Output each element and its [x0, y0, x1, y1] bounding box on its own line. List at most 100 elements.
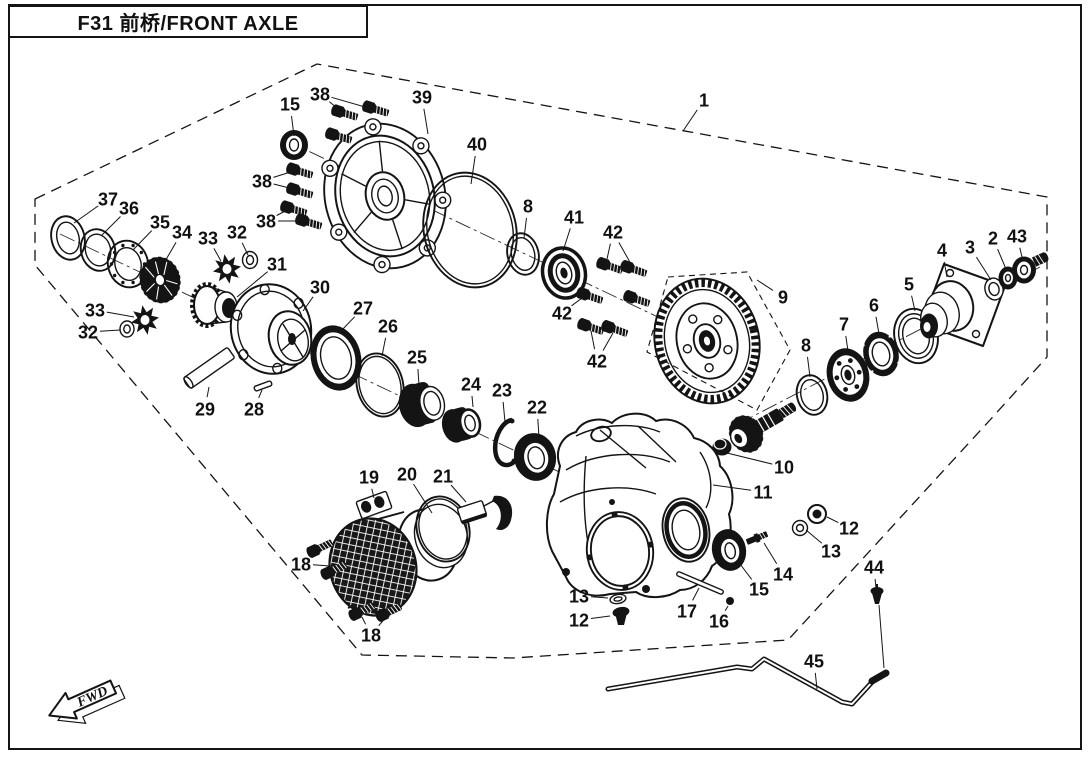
part-label-12: 12: [839, 519, 859, 539]
part-label-21: 21: [433, 467, 453, 487]
leader-line-14: [763, 542, 778, 565]
leader-line-7: [845, 335, 849, 352]
part-10-pinion: [712, 402, 797, 456]
part-40-o-ring-large: [422, 171, 518, 289]
leader-line-42-2: [571, 294, 587, 307]
leader-line-29: [206, 386, 210, 398]
leader-line-34: [163, 242, 177, 264]
leader-line-8: [523, 217, 527, 239]
leader-line-2: [997, 248, 1007, 270]
part-label-27: 27: [353, 299, 373, 319]
part-label-15-2: 15: [749, 580, 769, 600]
part-30-hub-flange: [229, 283, 313, 375]
part-label-43: 43: [1007, 227, 1027, 247]
part-label-18: 18: [291, 555, 311, 575]
part-label-20: 20: [397, 465, 417, 485]
part-label-45: 45: [804, 652, 824, 672]
part-label-13-2: 13: [569, 587, 589, 607]
part-label-36: 36: [119, 199, 139, 219]
part-label-35: 35: [150, 213, 170, 233]
part-label-1: 1: [699, 91, 709, 111]
leader-line-20: [413, 483, 433, 514]
part-43-nut: [1012, 252, 1049, 284]
leader-line-42: [606, 243, 611, 260]
leader-line-38-3: [276, 207, 292, 216]
leader-line-40: [470, 155, 476, 185]
part-label-42: 42: [603, 223, 623, 243]
part-label-17: 17: [677, 602, 697, 622]
part-label-6: 6: [869, 296, 879, 316]
leader-line-43: [1019, 247, 1023, 258]
part-4-flange: [920, 263, 1006, 347]
leader-line-16: [724, 605, 729, 611]
leader-line-9: [756, 279, 774, 291]
part-label-12-2: 12: [569, 611, 589, 631]
part-32-washer-lower: [119, 320, 135, 338]
leader-line-24: [471, 395, 474, 408]
part-14-stud: [745, 531, 769, 545]
part-label-31: 31: [267, 255, 287, 275]
leader-line-33: [213, 248, 222, 262]
leader-line-3: [975, 256, 992, 281]
part-label-39: 39: [412, 88, 432, 108]
part-41-bearing: [540, 246, 588, 300]
leader-line-36: [101, 216, 121, 236]
part-label-23: 23: [492, 381, 512, 401]
part-label-3: 3: [965, 238, 975, 258]
part-label-32: 32: [227, 223, 247, 243]
part-label-11: 11: [753, 483, 772, 503]
part-21-shift-fork: [456, 495, 513, 530]
part-label-26: 26: [378, 317, 398, 337]
part-label-34: 34: [172, 223, 192, 243]
leader-line-22: [537, 418, 540, 438]
part-label-10: 10: [774, 458, 794, 478]
part-45-vent-tube: [605, 656, 890, 707]
part-13-washer-left: [609, 593, 627, 605]
leader-line-21: [450, 484, 467, 503]
leader-line-38-2: [273, 169, 298, 178]
part-label-24: 24: [461, 375, 481, 395]
leader-line-12-2: [590, 615, 611, 619]
part-label-19: 19: [359, 468, 379, 488]
leader-line-37: [73, 205, 99, 224]
leader-line-1: [682, 109, 698, 132]
part-label-42-3: 42: [587, 352, 607, 372]
part-23-snap-ring: [492, 417, 517, 468]
part-9-ring-gear: [653, 277, 761, 405]
part-12-plug-left: [612, 606, 630, 625]
actuator-connector: [355, 490, 393, 520]
leader-line-26: [381, 337, 387, 357]
diagram-title: F31 前桥/FRONT AXLE: [77, 13, 299, 35]
part-label-9: 9: [778, 288, 788, 308]
part-6-lock-washer: [859, 331, 903, 377]
part-label-22: 22: [527, 398, 547, 418]
part-label-28: 28: [244, 400, 264, 420]
leader-line-15: [291, 115, 295, 137]
part-label-33-2: 33: [85, 301, 105, 321]
part-37-shim: [50, 215, 86, 261]
part-label-40: 40: [467, 135, 487, 155]
leader-line-35: [132, 230, 153, 251]
leader-line-30: [302, 296, 314, 312]
page-border: [8, 4, 1082, 750]
part-label-4: 4: [937, 241, 947, 261]
part-label-44: 44: [864, 558, 884, 578]
part-32-washer-upper: [241, 250, 259, 270]
leader-line-38-2: [331, 96, 373, 110]
leader-line-27: [340, 316, 356, 332]
leader-line-8-2: [807, 356, 811, 378]
part-label-38: 38: [310, 85, 330, 105]
assembly-boundary: [34, 63, 1048, 659]
leader-line-31: [236, 271, 269, 298]
part-25-bushing: [398, 381, 446, 428]
part-label-15: 15: [280, 95, 300, 115]
leader-line-38: [328, 101, 343, 113]
leader-line-10: [726, 452, 773, 465]
part-label-8-2: 8: [801, 336, 811, 356]
part-label-38-3: 38: [256, 212, 276, 232]
leader-line-42-3-2: [602, 332, 614, 351]
fwd-arrow: FWD: [48, 679, 126, 725]
